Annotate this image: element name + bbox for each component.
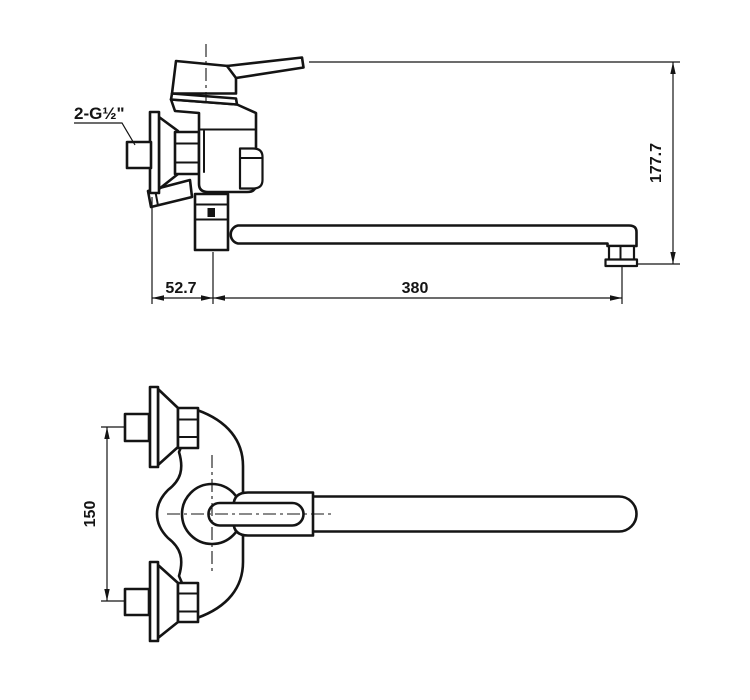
handle-dome-band: [169, 92, 239, 106]
inlet-thread-stub: [125, 140, 153, 170]
hex-nut-facets: [174, 142, 200, 164]
dim-wall-offset: 52.7: [165, 280, 196, 297]
bottom-thread-block: [123, 587, 151, 617]
drop-pipe-seams: [194, 203, 229, 221]
top-flange-rim: [148, 385, 160, 469]
dim-overall-height: 177.7: [648, 143, 665, 183]
arrow-left-380: [213, 295, 225, 301]
front-spout: [308, 495, 638, 533]
aerator-lip: [604, 258, 639, 268]
top-flange-cone: [156, 387, 180, 467]
height-dimension: 177.7: [309, 61, 680, 265]
arrow-down-150: [104, 589, 110, 601]
bottom-flange-cone: [156, 563, 180, 640]
arrow-right-380: [610, 295, 622, 301]
thread-leader: [74, 122, 136, 146]
horizontal-dimensions: 52.7 380: [151, 197, 623, 304]
bottom-inlet-assembly: [123, 560, 200, 643]
arrow-right-52: [201, 295, 213, 301]
handle-cap: [170, 59, 238, 95]
hex-nut: [173, 130, 201, 176]
top-hex-nut: [176, 406, 200, 450]
thread-label: 2-G½": [74, 104, 125, 123]
bottom-hex-nut: [176, 581, 200, 624]
side-view: 2-G½" 52.7 380 177.7: [74, 44, 680, 304]
lever-handle: [225, 56, 305, 80]
drop-pipe-mark: [207, 208, 215, 217]
arrow-up-150: [104, 427, 110, 439]
top-thread-block: [123, 412, 151, 443]
dim-spout-reach: 380: [402, 280, 429, 297]
dim-inlet-spacing: 150: [82, 501, 99, 528]
arrow-left-52: [152, 295, 164, 301]
inlet-spacing-dimension: 150: [82, 426, 126, 602]
diverter-knob: [238, 147, 264, 190]
spout-tube: [229, 224, 638, 248]
front-view: 150: [82, 385, 638, 643]
bottom-flange-rim: [148, 560, 160, 643]
top-hex-facets: [177, 418, 199, 438]
arrow-down-height: [670, 252, 676, 264]
bottom-hex-facets: [177, 592, 199, 613]
thread-callout: 2-G½": [74, 104, 136, 146]
drop-pipe: [193, 192, 230, 252]
arrow-up-height: [670, 62, 676, 74]
